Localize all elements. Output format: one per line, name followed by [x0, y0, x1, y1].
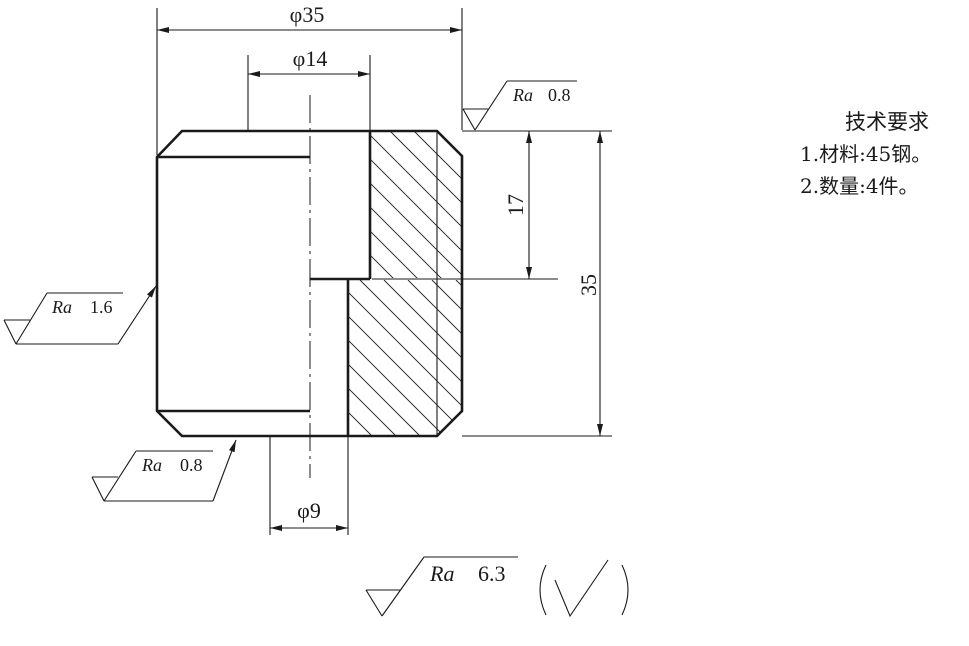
hatch-line	[370, 131, 371, 278]
dim-bore-depth: 17	[503, 194, 528, 216]
paren-right	[621, 564, 629, 616]
dim-bore-diameter: φ14	[293, 46, 328, 71]
ra-outer-value: 1.6	[90, 297, 113, 317]
hatch-line	[370, 131, 419, 278]
hatch-line	[348, 280, 462, 436]
hatch-line	[348, 280, 397, 436]
dim-small-bore-diameter: φ9	[297, 498, 321, 523]
part-outline	[155, 129, 464, 438]
hatch-line	[455, 280, 462, 436]
ra-bottom-symbol: Ra	[141, 455, 162, 475]
svg-text:Ra: Ra	[51, 297, 72, 317]
hatch-line	[370, 131, 462, 278]
hatch-line	[383, 280, 462, 436]
ra-top-symbol: Ra	[512, 85, 533, 105]
svg-text:Ra: Ra	[512, 85, 533, 105]
ra-bottom-value: 0.8	[180, 455, 203, 475]
hatch-line	[359, 280, 462, 436]
note-quantity: 2.数量:4件。	[800, 174, 919, 198]
svg-text:Ra: Ra	[429, 561, 454, 586]
hatch-line	[431, 280, 462, 436]
ra-outer-symbol: Ra	[51, 297, 72, 317]
hatch-line	[413, 131, 462, 278]
roughness-outer-surface: Ra 1.6	[3, 285, 157, 345]
roughness-top-face: Ra 0.8	[462, 80, 577, 131]
ra-general-symbol: Ra	[429, 561, 454, 586]
check-mark-icon	[554, 559, 609, 618]
technical-requirements: 技术要求 1.材料:45钢。 2.数量:4件。	[800, 106, 966, 202]
paren-left	[539, 564, 547, 616]
section-hatching	[348, 131, 462, 436]
dim-outer-diameter: φ35	[290, 2, 325, 27]
note-material: 1.材料:45钢。	[800, 142, 932, 166]
notes-title: 技术要求	[845, 110, 929, 134]
hatch-line	[370, 131, 443, 278]
hatch-line	[461, 131, 462, 278]
hatch-line	[348, 280, 445, 436]
hatch-line	[370, 131, 462, 278]
svg-text:Ra: Ra	[141, 455, 162, 475]
hatch-line	[348, 280, 462, 436]
hatch-line	[389, 131, 462, 278]
hatch-line	[348, 280, 349, 436]
hatch-line	[407, 280, 462, 436]
hatch-line	[348, 280, 421, 436]
hatch-line	[370, 131, 462, 278]
ra-top-value: 0.8	[548, 85, 571, 105]
dimension-lines	[157, 27, 603, 531]
roughness-bottom-face: Ra 0.8	[91, 439, 237, 502]
hatch-line	[370, 131, 395, 278]
ra-general-value: 6.3	[478, 561, 506, 586]
extension-lines	[156, 8, 612, 535]
dim-total-length: 35	[576, 274, 601, 296]
roughness-general: Ra 6.3	[365, 556, 629, 618]
